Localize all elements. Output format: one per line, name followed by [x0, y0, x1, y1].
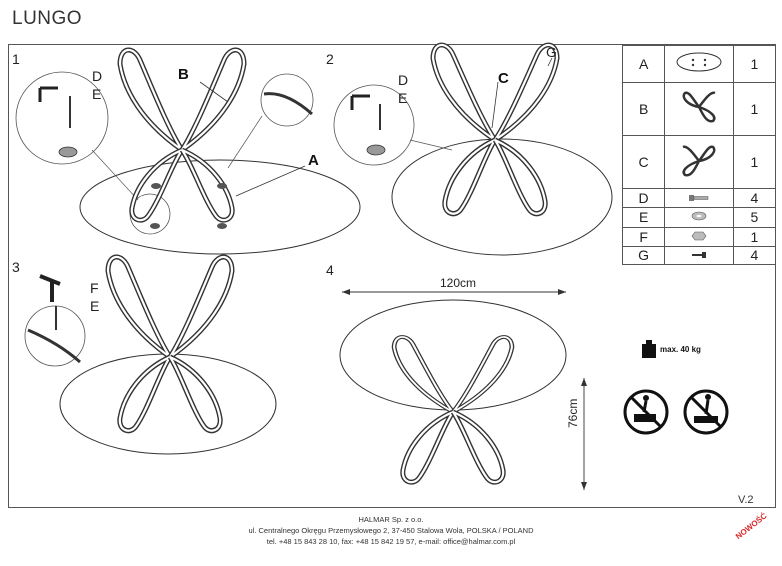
- version-label: V.2: [738, 494, 754, 506]
- washer-icon: [664, 206, 734, 229]
- footer-address: ul. Centralnego Okręgu Przemysłowego 2, …: [248, 526, 534, 535]
- part-qty: 1: [732, 45, 777, 83]
- height-dimension: 76cm: [566, 398, 580, 428]
- step2-label-e: E: [398, 90, 408, 106]
- step1-label-b: B: [178, 66, 189, 83]
- instruction-frame: [8, 44, 776, 508]
- part-letter: B: [621, 81, 666, 137]
- step3-drawing: [24, 257, 277, 455]
- step1-label-a: A: [308, 152, 319, 169]
- footer-company: HALMAR Sp. z o.o.: [358, 515, 424, 524]
- step-3-number: 3: [12, 259, 20, 275]
- part-letter: A: [621, 45, 666, 83]
- part-qty: 5: [732, 206, 777, 229]
- part-qty: 1: [732, 227, 777, 247]
- part-letter: G: [621, 245, 666, 265]
- part-qty: 1: [732, 81, 777, 137]
- step-4-number: 4: [326, 262, 334, 278]
- max-load-label: max. 40 kg: [660, 345, 701, 354]
- table-row: B 1: [621, 81, 777, 137]
- glass-top-icon: [664, 45, 734, 83]
- leg-frame-c-icon: [664, 135, 734, 190]
- part-qty: 4: [732, 245, 777, 265]
- step2-label-g: G: [546, 44, 557, 60]
- step3-label-e: E: [90, 298, 100, 314]
- width-dimension: 120cm: [440, 276, 477, 290]
- step2-label-c: C: [498, 70, 509, 87]
- table-row: C 1: [621, 135, 777, 190]
- step-2-number: 2: [326, 51, 334, 67]
- part-letter: E: [621, 206, 666, 229]
- weight-icon: [642, 340, 656, 358]
- table-row: F 1: [621, 227, 777, 247]
- step2-drawing: [333, 45, 613, 256]
- screw-icon: [664, 188, 734, 208]
- part-qty: 4: [732, 188, 777, 208]
- table-row: G 4: [621, 245, 777, 265]
- connector-bolt-icon: [664, 245, 734, 265]
- part-letter: F: [621, 227, 666, 247]
- step-1-number: 1: [12, 51, 20, 67]
- step2-label-d: D: [398, 72, 409, 88]
- step1-label-e: E: [92, 86, 102, 102]
- step3-label-f: F: [90, 280, 99, 296]
- part-letter: D: [621, 188, 666, 208]
- footer-contact: tel. +48 15 843 28 10, fax: +48 15 842 1…: [266, 537, 516, 546]
- step4-drawing: [339, 289, 587, 490]
- parts-table: A 1 B 1 C 1 D 4 E 5 F 1: [621, 45, 777, 265]
- no-sitting-icon: [683, 389, 729, 435]
- step1-drawing: [15, 50, 361, 255]
- hex-key-icon: [664, 227, 734, 247]
- step1-label-d: D: [92, 68, 103, 84]
- document-title: LUNGO: [12, 8, 83, 29]
- table-row: E 5: [621, 206, 777, 229]
- part-qty: 1: [732, 135, 777, 190]
- company-footer: HALMAR Sp. z o.o. ul. Centralnego Okręgu…: [0, 514, 782, 547]
- part-letter: C: [621, 135, 666, 190]
- table-row: D 4: [621, 188, 777, 208]
- leg-frame-b-icon: [664, 81, 734, 137]
- table-row: A 1: [621, 45, 777, 83]
- no-standing-icon: [623, 389, 669, 435]
